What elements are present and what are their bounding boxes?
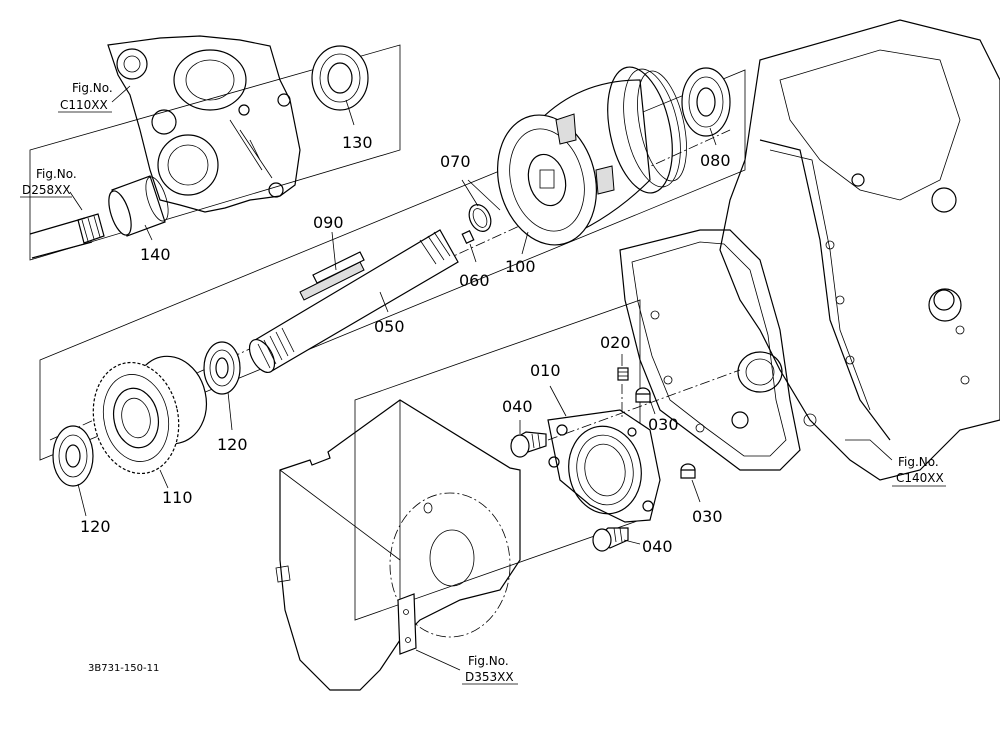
pin-030-upper-drawing <box>635 387 656 415</box>
bolt-040-upper-drawing <box>510 369 741 458</box>
part-label-040-lower: 040 <box>642 537 673 556</box>
part-labels: 130 140 090 070 080 060 100 050 020 010 … <box>80 133 731 556</box>
fig-ref-c110-line2: C110XX <box>60 98 108 112</box>
bearing-130-drawing <box>311 45 369 126</box>
transmission-case-drawing <box>619 19 1000 481</box>
bolt-040-lower-drawing <box>592 527 641 552</box>
part-label-090: 090 <box>313 213 344 232</box>
fig-ref-d353-line2: D353XX <box>465 670 514 684</box>
fig-ref-d353-line1: Fig.No. <box>468 654 509 668</box>
fig-c110-leader <box>111 85 131 103</box>
part-label-100: 100 <box>505 257 536 276</box>
fig-ref-c110-line1: Fig.No. <box>72 81 113 95</box>
part-label-060: 060 <box>459 271 490 290</box>
part-label-030-lower: 030 <box>692 507 723 526</box>
gear-110-drawing <box>92 355 207 489</box>
cover-plate-d353-drawing <box>275 399 521 691</box>
part-label-070: 070 <box>440 152 471 171</box>
part-label-030-upper: 030 <box>648 415 679 434</box>
part-label-120-upper: 120 <box>217 435 248 454</box>
shaft-050-drawing <box>248 229 459 373</box>
part-label-110: 110 <box>162 488 193 507</box>
shaft-d258-drawing <box>29 191 105 259</box>
part-label-080: 080 <box>700 151 731 170</box>
fig-ref-c140-line2: C140XX <box>896 471 944 485</box>
grease-nipple-020-drawing <box>617 354 629 420</box>
document-id: 3B731-150-11 <box>88 663 159 674</box>
fig-ref-d258-line1: Fig.No. <box>36 167 77 181</box>
part-label-120-lower: 120 <box>80 517 111 536</box>
clutch-drum-100-drawing <box>496 66 687 255</box>
fig-ref-c140-line1: Fig.No. <box>898 455 939 469</box>
pin-030-lower-drawing <box>680 463 701 503</box>
bearing-080-drawing <box>681 67 731 146</box>
bearing-120-upper-drawing <box>203 341 241 431</box>
part-label-130: 130 <box>342 133 373 152</box>
part-label-140: 140 <box>140 245 171 264</box>
part-label-040-upper: 040 <box>502 397 533 416</box>
circlip-070-drawing <box>461 179 501 232</box>
figure-reference-labels: Fig.No. C110XX Fig.No. D258XX Fig.No. C1… <box>20 81 946 685</box>
bearing-120-lower-drawing <box>52 425 94 517</box>
part-label-020: 020 <box>600 333 631 352</box>
bracket-010-drawing <box>547 385 661 523</box>
fig-ref-d258-line2: D258XX <box>22 183 71 197</box>
upper-group-frame <box>29 44 401 261</box>
part-label-050: 050 <box>374 317 405 336</box>
pin-060-drawing <box>461 229 477 263</box>
key-090-drawing <box>312 231 365 284</box>
needle-bearing-140-drawing <box>108 175 169 241</box>
front-housing-drawing <box>29 35 401 261</box>
part-label-010: 010 <box>530 361 561 380</box>
